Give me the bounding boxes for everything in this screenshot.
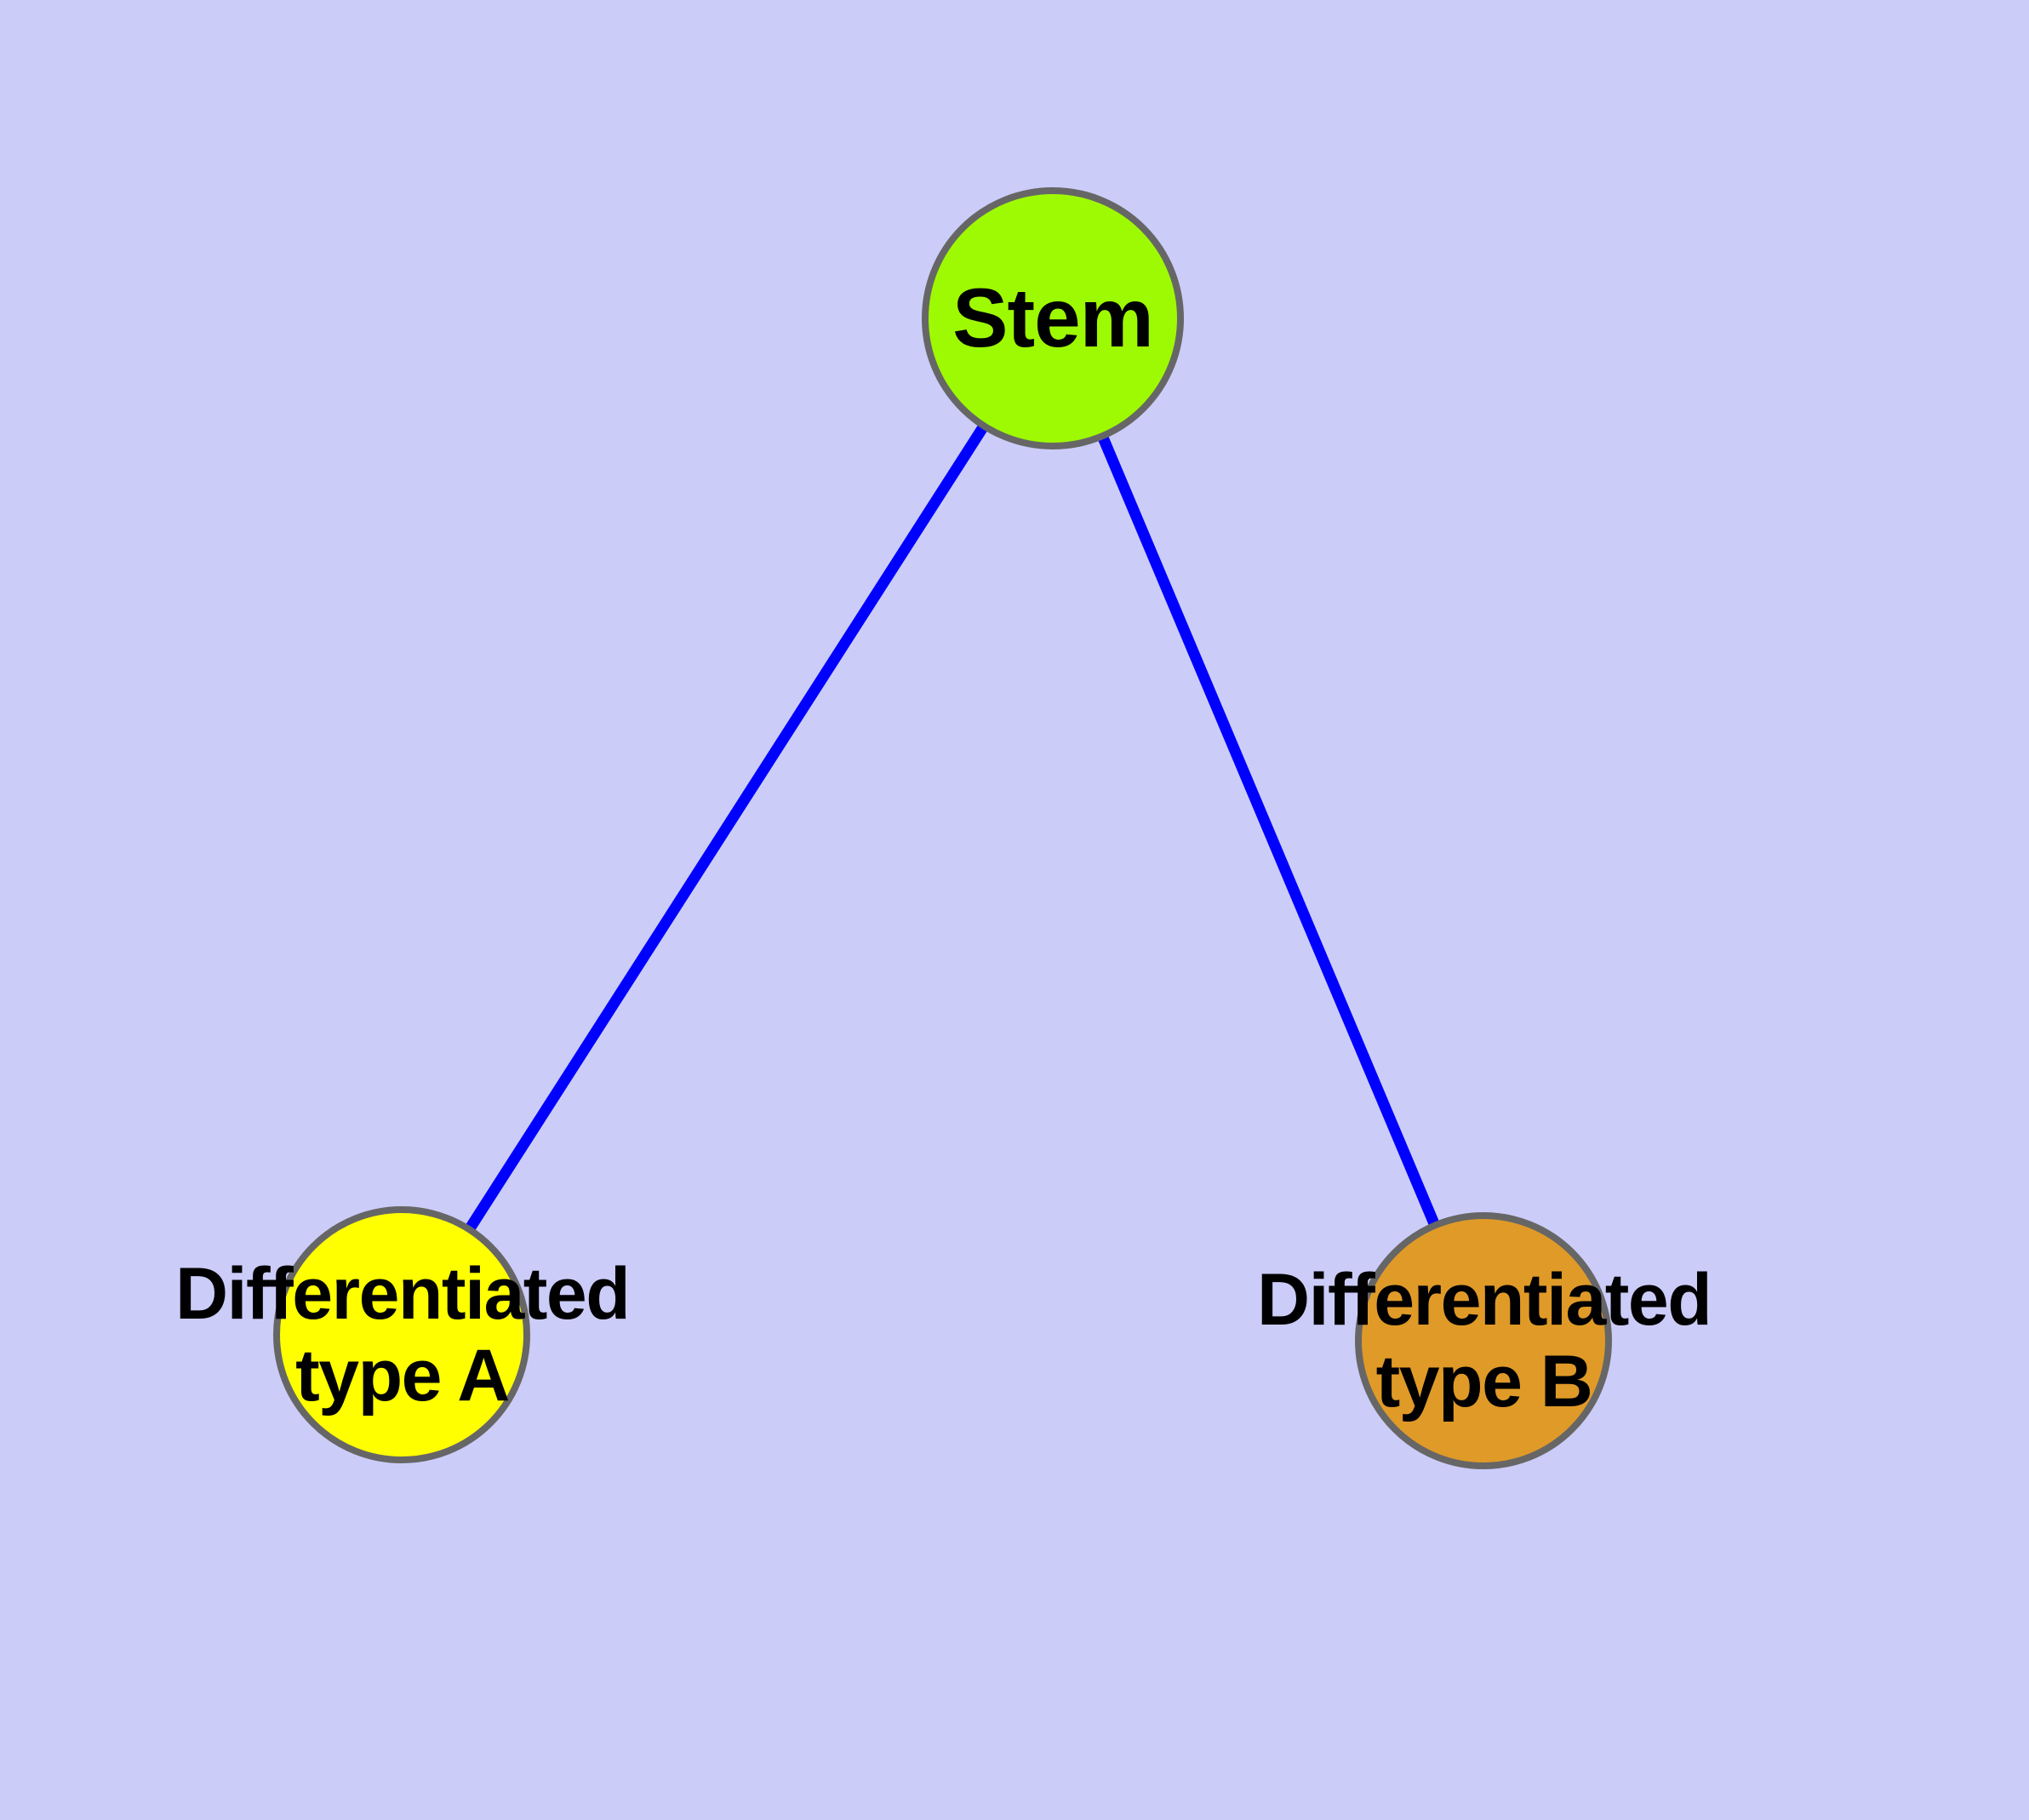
edge-stem-to-differentiated-type-b[interactable]: [1048, 316, 1489, 1343]
edge-layer: [397, 315, 1489, 1343]
node-differentiated-type-b[interactable]: [1355, 1212, 1612, 1469]
node-layer: [273, 187, 1612, 1469]
node-stem[interactable]: [922, 187, 1184, 449]
edge-stem-to-differentiated-type-a[interactable]: [397, 315, 1058, 1338]
node-differentiated-type-a[interactable]: [273, 1206, 530, 1463]
